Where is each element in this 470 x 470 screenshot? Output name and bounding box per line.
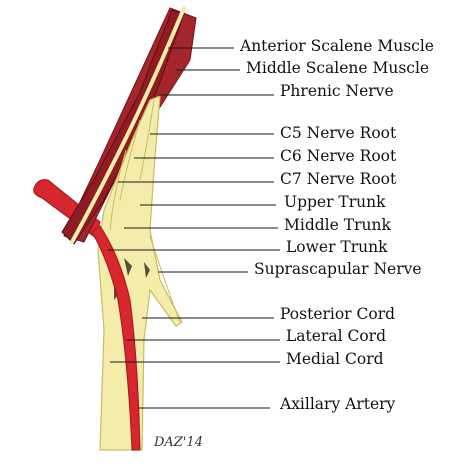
label-c6-root: C6 Nerve Root <box>280 147 397 165</box>
axillary-artery-vessel <box>91 225 141 451</box>
leader-lines <box>108 47 280 409</box>
label-lateral-cord: Lateral Cord <box>286 327 386 345</box>
label-lower-trunk: Lower Trunk <box>286 238 388 256</box>
plexus-gap-1 <box>124 258 132 276</box>
label-middle-trunk: Middle Trunk <box>284 216 391 234</box>
label-upper-trunk: Upper Trunk <box>284 193 386 211</box>
anterior-scalene-muscle <box>61 9 185 245</box>
c6-root-strand <box>119 119 141 201</box>
label-middle-scalene: Middle Scalene Muscle <box>246 59 430 77</box>
label-axillary-artery: Axillary Artery <box>280 395 396 413</box>
artist-signature: DAZ'14 <box>153 435 203 450</box>
c7-root-strand <box>109 149 127 231</box>
label-c7-root: C7 Nerve Root <box>280 170 397 188</box>
label-posterior-cord: Posterior Cord <box>280 305 396 323</box>
label-phrenic-nerve: Phrenic Nerve <box>280 82 394 100</box>
label-suprascapular-nerve: Suprascapular Nerve <box>254 260 422 278</box>
plexus-gap-2 <box>144 262 150 278</box>
phrenic-nerve-line <box>70 6 186 244</box>
c5-root-strand <box>139 99 155 181</box>
label-medial-cord: Medial Cord <box>286 350 384 368</box>
label-anterior-scalene: Anterior Scalene Muscle <box>240 37 434 55</box>
suprascapular-strand <box>149 235 181 323</box>
label-c5-root: C5 Nerve Root <box>280 124 397 142</box>
